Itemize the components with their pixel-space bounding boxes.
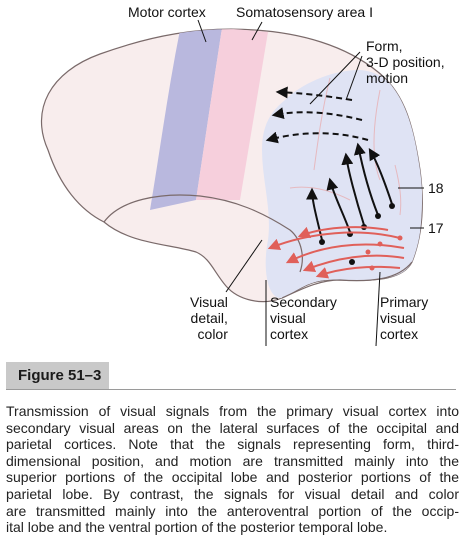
- dashed-arrows: [265, 86, 369, 144]
- label-visual-detail-line3: color: [197, 326, 228, 342]
- label-visual-detail: Visual detail, color: [190, 294, 228, 342]
- caption-line: parietal lobe. By contrast, the signals …: [6, 485, 459, 502]
- label-visual-detail-line2: detail,: [190, 310, 228, 326]
- caption-line: Transmission of visual signals from the …: [6, 403, 459, 419]
- label-somatosensory: Somatosensory area I: [236, 4, 373, 20]
- visual-region: [262, 70, 423, 299]
- red-arrow: [267, 231, 401, 251]
- motor-cortex-band: [150, 29, 222, 210]
- caption-line: are transmitted mainly into the anterove…: [6, 502, 459, 519]
- red-arrow: [315, 265, 401, 279]
- label-visual-detail-line1: Visual: [190, 294, 228, 310]
- label-primary-cortex: Primary visual cortex: [380, 294, 428, 342]
- label-area-17: 17: [428, 220, 444, 236]
- temporal-lobe-outline: [103, 194, 303, 273]
- label-form: Form, 3-D position, motion: [366, 38, 445, 86]
- figure-title: Figure 51–3: [18, 367, 102, 384]
- black-arrow: [368, 147, 393, 205]
- red-arrow: [285, 243, 405, 264]
- label-secondary-line2: visual: [270, 310, 306, 326]
- red-arrow: [302, 254, 405, 273]
- label-form-line1: Form,: [366, 38, 403, 54]
- leader-lines: [197, 19, 424, 347]
- caption-line: dimensional position, and motion are tra…: [6, 452, 459, 469]
- red-arrow: [297, 226, 389, 239]
- black-arrow: [353, 142, 379, 216]
- label-secondary-line3: cortex: [270, 326, 309, 342]
- caption-line: superior portions of the occipital lobe …: [6, 469, 459, 486]
- label-primary-line3: cortex: [380, 326, 419, 342]
- label-area-18: 18: [428, 180, 444, 196]
- somatosensory-band: [196, 29, 268, 200]
- label-secondary-line1: Secondary: [270, 294, 337, 310]
- dashed-arrow: [275, 86, 353, 101]
- figure-tab: [6, 362, 109, 390]
- dashed-arrow: [271, 107, 363, 121]
- caption-line: parietal cortices. Note that the signals…: [6, 436, 459, 453]
- label-form-line2: 3-D position,: [366, 54, 445, 70]
- caption-line: ital lobe and the ventral portion of the…: [6, 519, 388, 536]
- figure-caption: Transmission of visual signals from the …: [6, 403, 459, 536]
- brain-diagram: [40, 19, 424, 347]
- label-primary-line2: visual: [380, 310, 416, 326]
- black-arrow: [341, 152, 365, 226]
- label-form-line3: motion: [366, 70, 409, 86]
- label-secondary-cortex: Secondary visual cortex: [270, 294, 337, 342]
- label-primary-line1: Primary: [380, 294, 429, 310]
- ventral-stream-arrows: [267, 226, 405, 279]
- caption-line: secondary visual areas on the lateral su…: [6, 419, 459, 436]
- figure-divider: [6, 389, 456, 390]
- label-motor-cortex: Motor cortex: [128, 4, 206, 20]
